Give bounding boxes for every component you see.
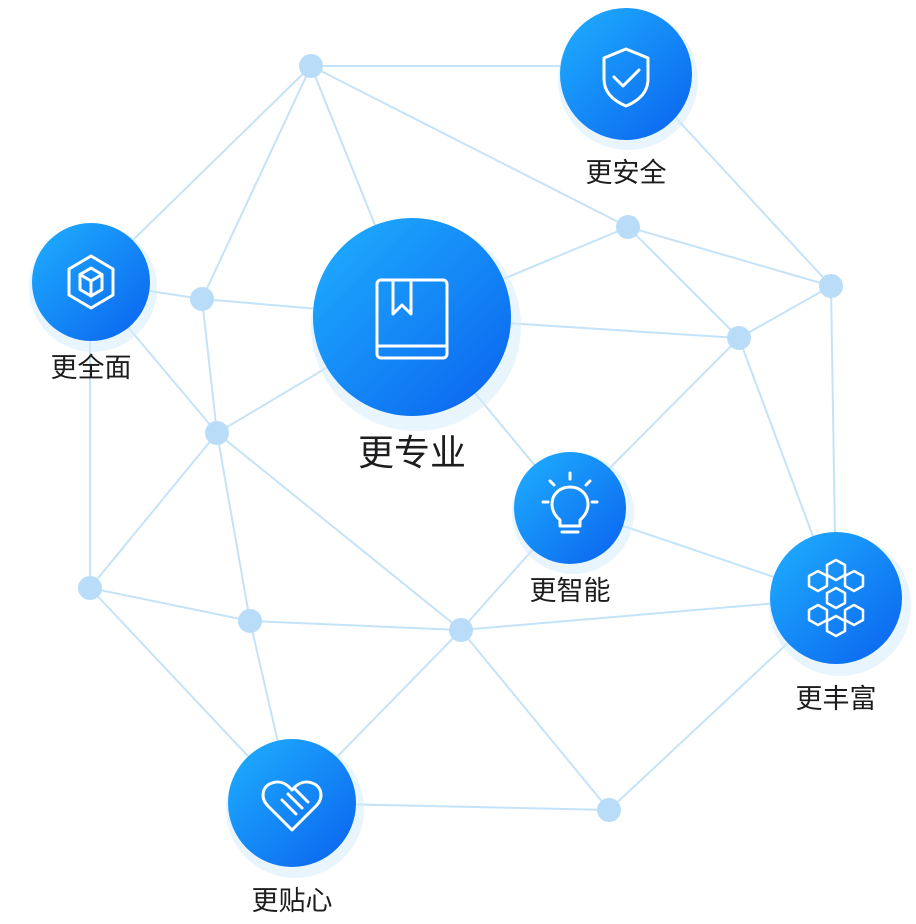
node: [78, 576, 102, 600]
hub-professional: 更专业: [311, 218, 521, 474]
hub-circle: [770, 532, 902, 664]
edge: [89, 432, 218, 589]
network-nodes: [78, 54, 843, 822]
hub-label: 更丰富: [796, 684, 877, 715]
node: [597, 798, 621, 822]
node: [616, 215, 640, 239]
node: [299, 54, 323, 78]
edge: [216, 432, 462, 631]
edge: [738, 285, 832, 339]
node: [205, 421, 229, 445]
node: [449, 618, 473, 642]
edge: [201, 65, 312, 300]
hub-label: 更智能: [530, 576, 611, 607]
hub-circle: [560, 8, 692, 140]
edge: [249, 620, 462, 631]
hub-label: 更全面: [51, 353, 132, 384]
hub-rich: 更丰富: [769, 532, 911, 715]
hub-label: 更专业: [358, 433, 466, 474]
hub-label: 更安全: [586, 158, 667, 189]
lightbulb-icon: [541, 471, 599, 534]
hub-circle: [514, 452, 626, 564]
edge: [627, 226, 740, 339]
node: [190, 287, 214, 311]
hexagon-cluster-icon: [807, 558, 865, 638]
edge: [310, 65, 629, 228]
edge: [201, 298, 218, 434]
hub-circle: [228, 739, 356, 867]
hub-caring: 更贴心: [226, 739, 364, 917]
heart-hands-icon: [261, 780, 323, 832]
hub-label: 更贴心: [252, 886, 333, 917]
edge: [89, 587, 251, 622]
edge: [216, 432, 251, 622]
node: [238, 609, 262, 633]
hub-safety: 更安全: [558, 8, 698, 189]
hub-comprehensive: 更全面: [29, 223, 157, 384]
node: [727, 326, 751, 350]
node: [819, 274, 843, 298]
edge: [627, 226, 832, 287]
edge: [460, 629, 610, 811]
shield-check-icon: [602, 47, 650, 108]
hub-circle: [313, 218, 511, 416]
cube-icon: [67, 254, 115, 310]
hub-intelligent: 更智能: [512, 452, 634, 607]
book-icon: [375, 278, 449, 360]
